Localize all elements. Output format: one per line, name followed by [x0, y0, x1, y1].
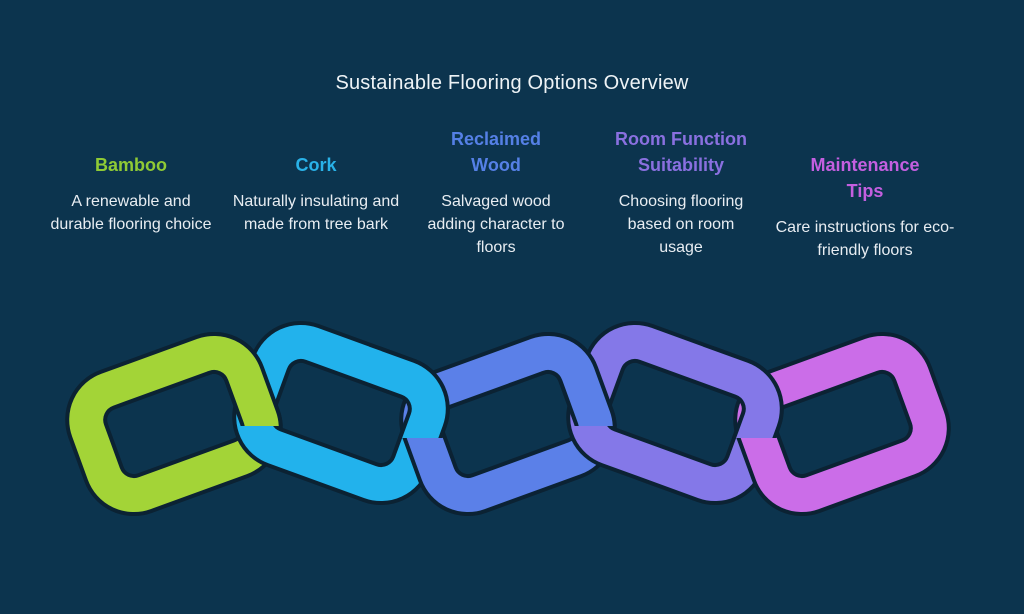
item-heading: Reclaimed Wood — [450, 129, 542, 175]
item-column-bamboo: Bamboo A renewable and durable flooring … — [46, 152, 216, 236]
item-heading: Cork — [295, 155, 337, 175]
item-description: Care instructions for eco-friendly floor… — [775, 219, 955, 259]
item-heading: Maintenance Tips — [810, 155, 920, 201]
item-heading: Bamboo — [95, 155, 167, 175]
item-column-maintenance: Maintenance Tips Care instructions for e… — [772, 152, 958, 262]
item-description: Choosing flooring based on room usage — [618, 193, 744, 256]
item-column-cork: Cork Naturally insulating and made from … — [228, 152, 404, 236]
page-title: Sustainable Flooring Options Overview — [335, 72, 689, 94]
item-description: A renewable and durable flooring choice — [50, 193, 212, 233]
item-column-room-function: Room Function Suitability Choosing floor… — [611, 126, 751, 259]
chain-link-maintenance — [733, 331, 951, 517]
item-heading: Room Function Suitability — [615, 129, 747, 175]
chain-interlock-3 — [541, 331, 617, 426]
item-description: Salvaged wood adding character to floors — [427, 193, 565, 256]
item-column-reclaimed-wood: Reclaimed Wood Salvaged wood adding char… — [421, 126, 571, 259]
item-description: Naturally insulating and made from tree … — [232, 193, 400, 233]
chain-interlock-1 — [207, 331, 283, 426]
